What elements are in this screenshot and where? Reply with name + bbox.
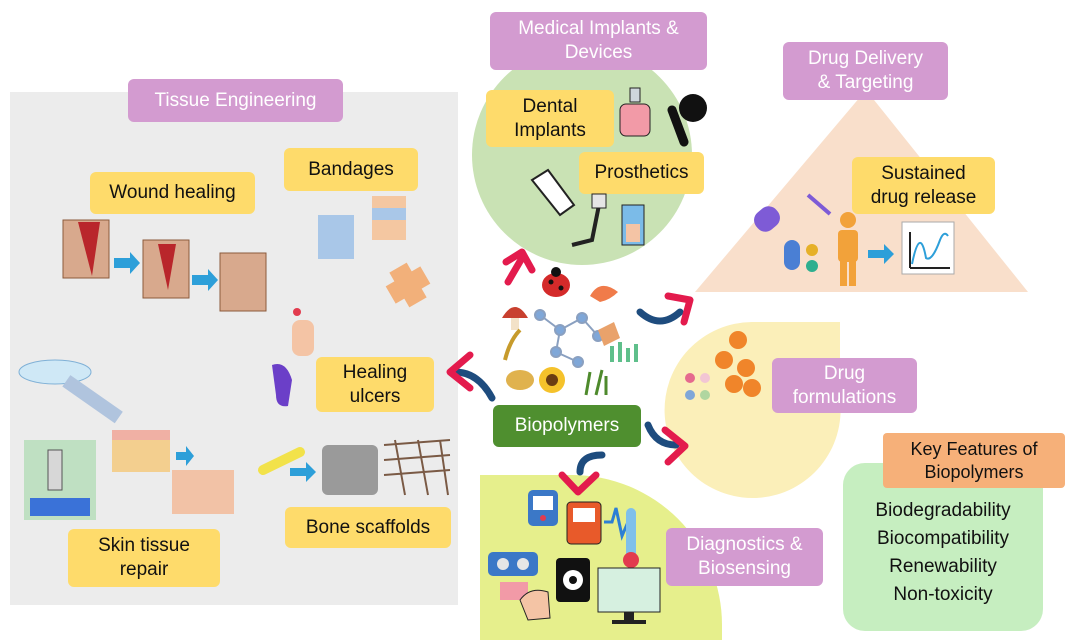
key-features-title: Key Features of Biopolymers [883,433,1065,488]
tissue-engineering-title: Tissue Engineering [128,79,343,122]
feature-item: Biocompatibility [877,528,1009,549]
feature-item: Renewability [889,556,997,577]
biopolymers-center: Biopolymers [493,405,641,447]
prosthetics-label: Prosthetics [579,152,704,194]
key-features-list: Biodegradability Biocompatibility Renewa… [843,497,1043,609]
diagnostics-title: Diagnostics & Biosensing [666,528,823,586]
healing-ulcers-label: Healing ulcers [316,357,434,412]
feature-item: Biodegradability [875,500,1011,521]
drug-formulations-title: Drug formulations [772,358,917,413]
key-features-box [843,463,1043,631]
sustained-release-label: Sustained drug release [852,157,995,214]
wound-healing-label: Wound healing [90,172,255,214]
feature-item: Non-toxicity [893,584,993,605]
skin-tissue-repair-label: Skin tissue repair [68,529,220,587]
drug-delivery-title: Drug Delivery & Targeting [783,42,948,100]
dental-implants-label: Dental Implants [486,90,614,147]
medical-implants-title: Medical Implants & Devices [490,12,707,70]
bandages-label: Bandages [284,148,418,191]
bone-scaffolds-label: Bone scaffolds [285,507,451,548]
